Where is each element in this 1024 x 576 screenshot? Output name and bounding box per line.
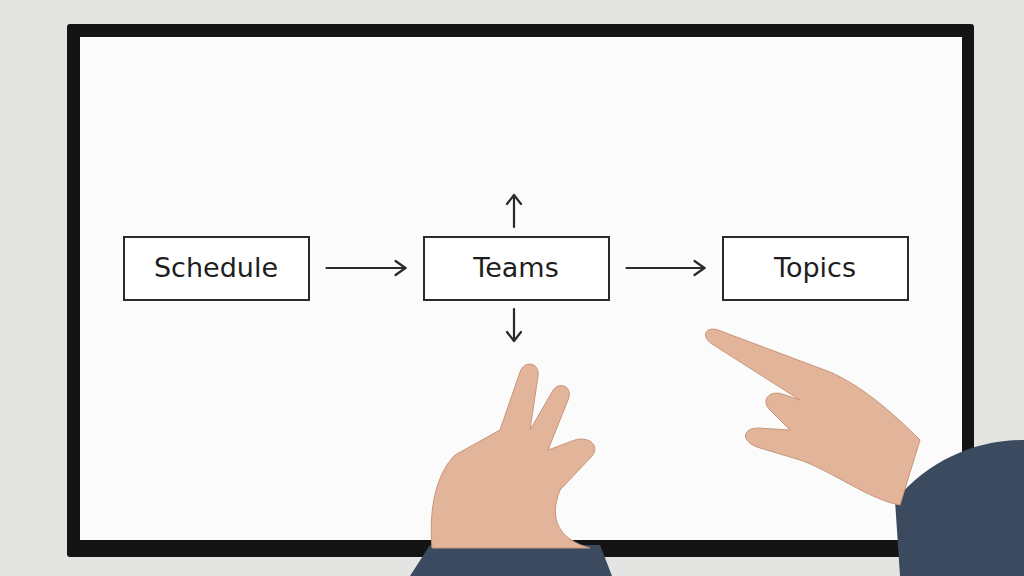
left-hand xyxy=(410,364,612,576)
right-hand-shape xyxy=(705,329,920,505)
monitor-bezel xyxy=(67,24,974,557)
left-hand-shape xyxy=(431,364,595,548)
box-label: Teams xyxy=(473,253,558,283)
up-arrow-head xyxy=(507,195,521,204)
arrow-head xyxy=(695,261,705,275)
arrow-line xyxy=(327,267,406,269)
flow-arrow xyxy=(627,261,705,275)
box-label: Topics xyxy=(774,253,856,283)
down-arrow-head xyxy=(507,332,521,341)
up-arrow-line xyxy=(513,196,515,227)
process-box: Teams xyxy=(423,236,610,301)
process-box: Schedule xyxy=(123,236,310,301)
arrow-head xyxy=(396,261,406,275)
process-box: Topics xyxy=(722,236,909,301)
flow-arrow xyxy=(327,261,406,275)
right-hand xyxy=(705,329,1024,576)
right-sleeve xyxy=(895,440,1024,576)
box-label: Schedule xyxy=(154,253,278,283)
left-sleeve xyxy=(410,545,612,576)
arrow-line xyxy=(627,267,705,269)
down-arrow-line xyxy=(513,309,515,340)
